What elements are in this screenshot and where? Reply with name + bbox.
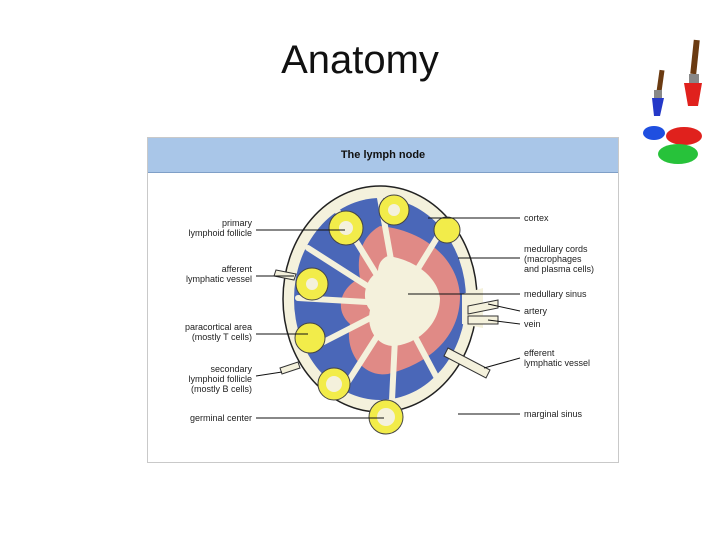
label-paracortical-1: paracortical area [185, 322, 252, 332]
label-cortex: cortex [524, 213, 549, 223]
svg-text:artery: artery [524, 306, 548, 316]
lymphoid-follicles [294, 194, 461, 435]
lymph-node-diagram: primary lymphoid follicle afferent lymph… [185, 185, 594, 435]
label-secondary-2: lymphoid follicle [188, 374, 252, 384]
right-pointers [408, 217, 521, 415]
svg-text:and plasma cells): and plasma cells) [524, 264, 594, 274]
svg-text:lymphoid follicle: lymphoid follicle [188, 374, 252, 384]
label-efferent-2: lymphatic vessel [524, 358, 590, 368]
svg-text:(mostly T cells): (mostly T cells) [192, 332, 252, 342]
label-medullary-cords-2: (macrophages [524, 254, 582, 264]
paint-brushes-icon [643, 39, 702, 164]
label-afferent-1: afferent [222, 264, 253, 274]
svg-text:primary: primary [222, 218, 253, 228]
label-afferent-2: lymphatic vessel [186, 274, 252, 284]
svg-text:afferent: afferent [222, 264, 253, 274]
hilum-vessels [443, 299, 499, 379]
svg-text:vein: vein [524, 319, 541, 329]
label-primary-follicle-1: primary [222, 218, 253, 228]
label-primary-follicle-2: lymphoid follicle [188, 228, 252, 238]
label-secondary-1: secondary [210, 364, 252, 374]
left-pointers [255, 229, 384, 419]
label-medullary-cords-1: medullary cords [524, 244, 588, 254]
right-labels: cortex medullary cords (macrophages and … [524, 213, 594, 419]
svg-text:secondary: secondary [210, 364, 252, 374]
svg-text:paracortical area: paracortical area [185, 322, 252, 332]
trabeculae [295, 195, 451, 403]
svg-text:cortex: cortex [524, 213, 549, 223]
afferent-vessels [273, 269, 301, 375]
label-marginal-sinus: marginal sinus [524, 409, 583, 419]
label-germinal-center: germinal center [190, 413, 252, 423]
label-efferent-1: efferent [524, 348, 555, 358]
svg-text:lymphatic vessel: lymphatic vessel [186, 274, 252, 284]
label-vein: vein [524, 319, 541, 329]
left-labels: primary lymphoid follicle afferent lymph… [185, 218, 253, 423]
slide-title: Anatomy [281, 38, 439, 82]
label-medullary-cords-3: and plasma cells) [524, 264, 594, 274]
lymph-node-figure: The lymph node [147, 137, 619, 463]
svg-text:lymphatic vessel: lymphatic vessel [524, 358, 590, 368]
figure-header: The lymph node [148, 138, 618, 173]
label-secondary-3: (mostly B cells) [191, 384, 252, 394]
svg-text:marginal sinus: marginal sinus [524, 409, 583, 419]
svg-text:(mostly B cells): (mostly B cells) [191, 384, 252, 394]
svg-text:lymphoid follicle: lymphoid follicle [188, 228, 252, 238]
label-medullary-sinus: medullary sinus [524, 289, 587, 299]
svg-text:(macrophages: (macrophages [524, 254, 582, 264]
svg-text:germinal center: germinal center [190, 413, 252, 423]
figure-title: The lymph node [340, 149, 426, 161]
svg-text:medullary sinus: medullary sinus [524, 289, 587, 299]
svg-text:medullary cords: medullary cords [524, 244, 588, 254]
svg-text:efferent: efferent [524, 348, 555, 358]
label-artery: artery [524, 306, 548, 316]
label-paracortical-2: (mostly T cells) [192, 332, 252, 342]
